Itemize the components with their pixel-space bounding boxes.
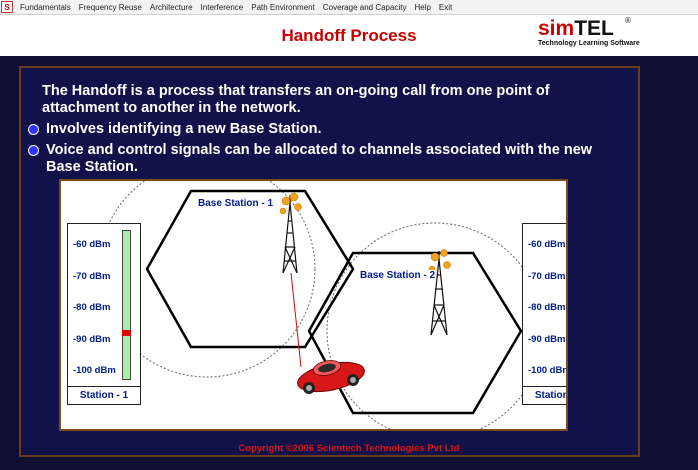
meter-level-label: -100 dBm <box>73 365 116 376</box>
logo-tagline: Technology Learning Software <box>538 40 640 47</box>
bullet-text: Voice and control signals can be allocat… <box>46 142 626 176</box>
menu-item-fundamentals[interactable]: Fundamentals <box>16 3 75 12</box>
copyright-text: Copyright ©2006 Scientech Technologies P… <box>0 443 698 454</box>
simtel-logo: simTEL ® Technology Learning Software <box>538 17 638 53</box>
signal-meter-station-1: -60 dBm -70 dBm -80 dBm -90 dBm -100 dBm… <box>67 223 141 405</box>
menu-item-exit[interactable]: Exit <box>435 3 456 12</box>
signal-level-indicator <box>122 330 131 336</box>
signal-bar <box>122 230 131 380</box>
logo-sim: sim <box>538 17 574 40</box>
meter-level-label: -60 dBm <box>73 239 110 250</box>
call-link-line <box>291 273 301 367</box>
station-1-label: Station - 1 <box>68 386 140 405</box>
logo-tel: TEL <box>574 17 614 40</box>
app-icon[interactable]: S <box>1 1 13 13</box>
bullet-text: Involves identifying a new Base Station. <box>46 121 626 138</box>
handoff-simulation: Base Station - 1 Base Station - 2 -60 dB… <box>59 179 568 431</box>
header: Handoff Process simTEL ® Technology Lear… <box>0 15 698 56</box>
meter-level-label: -100 dBm <box>528 365 568 376</box>
menu-item-interference[interactable]: Interference <box>197 3 248 12</box>
signal-meter-station-2: -60 dBm -70 dBm -80 dBm -90 dBm -100 dBm… <box>522 223 568 405</box>
menu-item-frequency-reuse[interactable]: Frequency Reuse <box>75 3 146 12</box>
base-station-2-label: Base Station - 2 <box>360 270 435 281</box>
meter-level-label: -70 dBm <box>528 271 565 282</box>
cell-1-hexagon <box>147 191 353 347</box>
menu-item-help[interactable]: Help <box>410 3 434 12</box>
station-2-label: Station - 2 <box>523 386 568 405</box>
meter-level-label: -90 dBm <box>73 334 110 345</box>
logo-registered: ® <box>625 16 631 25</box>
logo-wordmark: simTEL <box>538 17 614 41</box>
menu-bar: S Fundamentals Frequency Reuse Architect… <box>0 0 698 15</box>
intro-text: The Handoff is a process that transfers … <box>42 83 622 117</box>
meter-level-label: -90 dBm <box>528 334 565 345</box>
meter-level-label: -70 dBm <box>73 271 110 282</box>
bullet-dot-icon <box>28 145 39 156</box>
bullet-dot-icon <box>28 124 39 135</box>
menu-item-architecture[interactable]: Architecture <box>146 3 197 12</box>
meter-level-label: -80 dBm <box>528 302 565 313</box>
meter-level-label: -80 dBm <box>73 302 110 313</box>
menu-item-coverage-capacity[interactable]: Coverage and Capacity <box>319 3 411 12</box>
menu-item-path-environment[interactable]: Path Environment <box>247 3 319 12</box>
meter-level-label: -60 dBm <box>528 239 565 250</box>
mobile-car-icon <box>295 357 367 397</box>
base-station-1-label: Base Station - 1 <box>198 198 273 209</box>
